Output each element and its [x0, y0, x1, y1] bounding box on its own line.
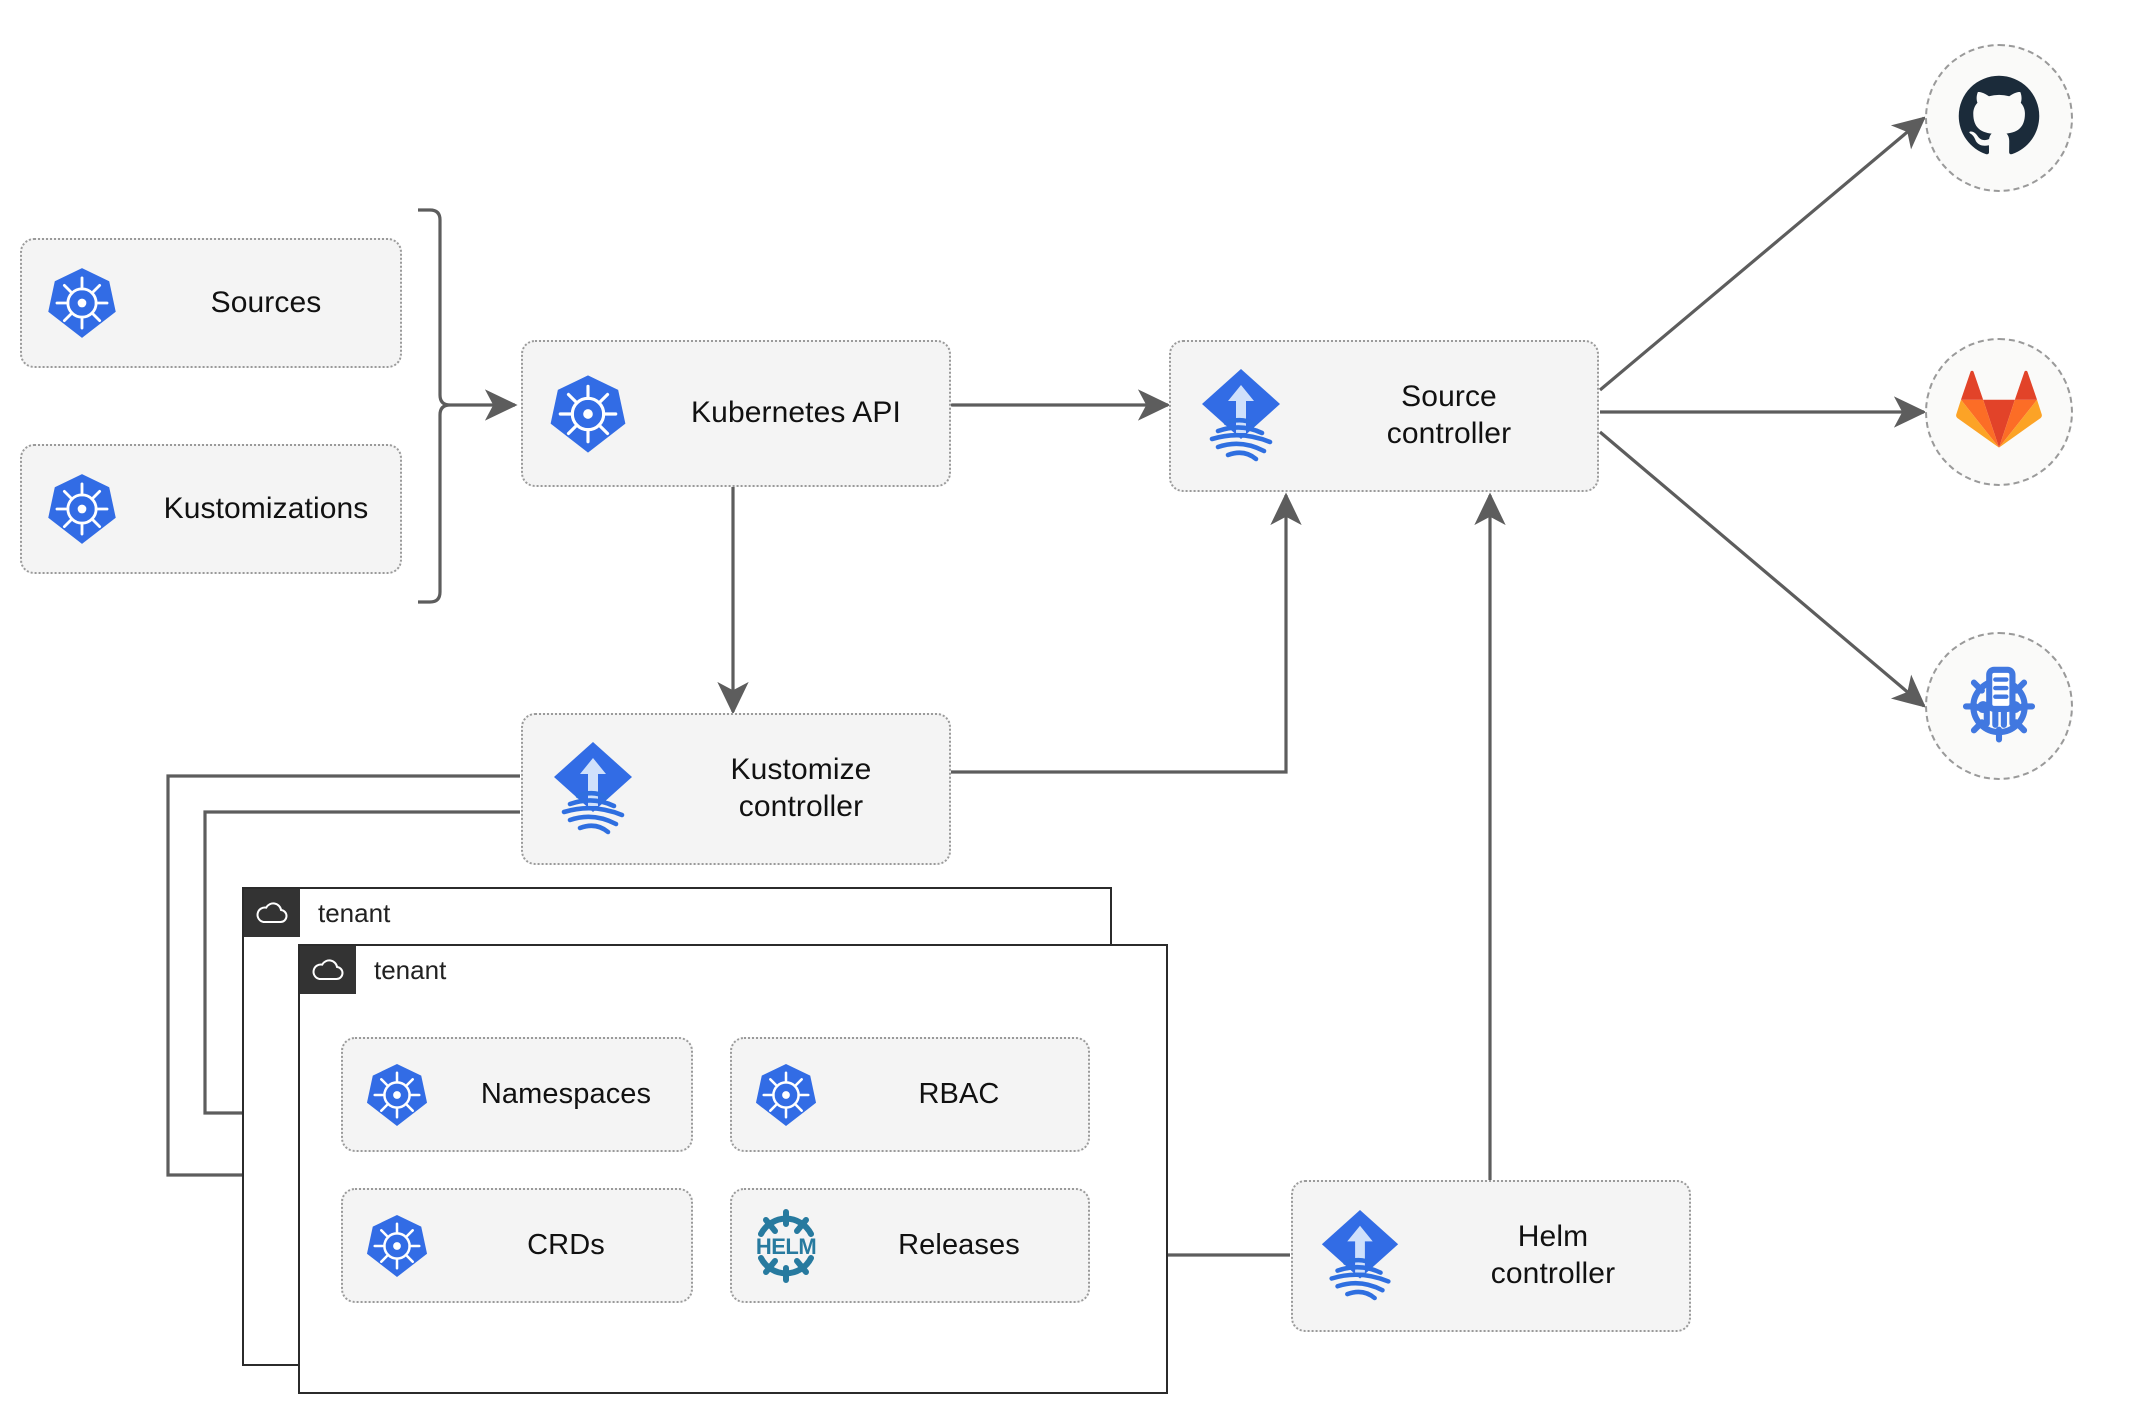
flux-icon — [1171, 363, 1311, 469]
kubernetes-icon — [343, 1213, 451, 1279]
tenant-resource-namespaces[interactable]: Namespaces — [341, 1037, 693, 1152]
node-label: Kustomize controller — [730, 753, 872, 823]
resource-box-sources[interactable]: Sources — [20, 238, 402, 368]
tenant-resource-label: Namespaces — [480, 1077, 652, 1110]
tenant-resource-releases[interactable]: HELM Releases — [730, 1188, 1090, 1303]
provider-github[interactable] — [1925, 44, 2073, 192]
gitlab-icon — [1956, 369, 2042, 456]
tenant-resource-rbac[interactable]: RBAC — [730, 1037, 1090, 1152]
resource-label: Kustomizations — [163, 491, 369, 525]
helm-repository-icon — [1955, 660, 2043, 753]
node-label: Helm controller — [1490, 1220, 1616, 1290]
github-icon — [1957, 74, 2041, 163]
tenant-resource-label: Releases — [898, 1228, 1020, 1261]
cloud-icon — [244, 889, 300, 937]
provider-helm-repository[interactable] — [1925, 632, 2073, 780]
node-label: Source controller — [1386, 380, 1512, 450]
resource-label: Sources — [210, 285, 322, 319]
tenant-label: tenant — [374, 954, 447, 985]
node-kubernetes-api[interactable]: Kubernetes API — [521, 340, 951, 487]
edge-kustomize-tenant1 — [166, 774, 520, 1191]
tenant-resource-label: RBAC — [918, 1077, 1000, 1110]
kubernetes-icon — [523, 373, 653, 455]
tenant-resource-label: CRDs — [527, 1228, 605, 1261]
node-label: Kubernetes API — [691, 396, 901, 430]
tenant-label: tenant — [318, 897, 391, 928]
tenant-card-2[interactable]: tenant — [298, 944, 1168, 1394]
node-kustomize-controller[interactable]: Kustomize controller — [521, 713, 951, 865]
cloud-icon — [300, 946, 356, 994]
node-helm-controller[interactable]: Helm controller — [1291, 1180, 1691, 1332]
svg-text:HELM: HELM — [756, 1234, 816, 1259]
provider-gitlab[interactable] — [1925, 338, 2073, 486]
flux-icon — [523, 736, 663, 842]
edge-kustomize-source — [948, 492, 1302, 774]
kubernetes-icon — [343, 1062, 451, 1128]
edge-source-bucket — [1598, 430, 1926, 708]
kubernetes-icon — [22, 266, 142, 340]
group-bracket — [418, 208, 451, 604]
tenant-resource-crds[interactable]: CRDs — [341, 1188, 693, 1303]
helm-icon: HELM — [732, 1204, 840, 1288]
node-source-controller[interactable]: Source controller — [1169, 340, 1599, 492]
kubernetes-icon — [732, 1062, 840, 1128]
kubernetes-icon — [22, 472, 142, 546]
tenant-header: tenant — [244, 889, 390, 937]
resource-box-kustomizations[interactable]: Kustomizations — [20, 444, 402, 574]
edge-source-github — [1598, 116, 1926, 392]
tenant-header: tenant — [300, 946, 446, 994]
flux-icon — [1293, 1204, 1427, 1308]
